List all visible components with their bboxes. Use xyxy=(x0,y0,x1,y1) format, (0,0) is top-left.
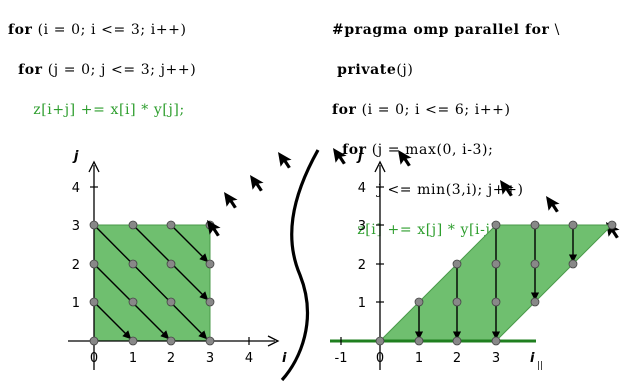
left-x-axis-label: i xyxy=(282,351,287,366)
code-left-line1: for (i = 0; i <= 3; i++) xyxy=(8,20,196,40)
code-left-line3: z[i+j] += x[i] * y[j]; xyxy=(8,100,196,120)
code-right-line2-rest: (j) xyxy=(396,62,414,78)
cursor-arrow-icon xyxy=(224,192,238,209)
right-y-tick-labels: 1 2 3 4 xyxy=(358,181,366,311)
right-xtick-label: 1 xyxy=(415,351,423,366)
code-block-right: #pragma omp parallel for \ private(j) fo… xyxy=(332,0,560,260)
left-point xyxy=(128,336,138,346)
cursor-arrow-icon xyxy=(398,150,412,167)
cursor-arrow-icon xyxy=(500,180,514,197)
left-point xyxy=(166,220,176,230)
right-point xyxy=(452,297,462,307)
code-left-line1-keyword: for xyxy=(8,22,33,38)
left-ytick-label: 3 xyxy=(72,219,80,234)
right-y-axis-arrowhead xyxy=(374,160,386,173)
right-ytick-label: 1 xyxy=(358,296,366,311)
code-right-line3: for (i = 0; i <= 6; i++) xyxy=(332,100,560,120)
right-point xyxy=(491,259,501,269)
left-xtick-label: 1 xyxy=(129,351,137,366)
left-x-tick-labels: 0 1 2 3 4 xyxy=(90,351,253,366)
right-point xyxy=(452,336,462,346)
code-left-line2-keyword: for xyxy=(18,62,43,78)
left-point xyxy=(128,259,138,269)
code-right-line3-keyword: for xyxy=(332,102,357,118)
left-point xyxy=(128,297,138,307)
left-point xyxy=(89,336,99,346)
right-point xyxy=(414,297,424,307)
right-point xyxy=(452,259,462,269)
cursor-arrow-icon xyxy=(250,175,264,192)
code-left-line3-text: z[i+j] += x[i] * y[j]; xyxy=(33,102,185,118)
left-plot: j i 0 1 2 3 4 1 2 3 4 xyxy=(68,149,287,370)
left-xtick-label: 0 xyxy=(90,351,98,366)
code-right-line1-rest: \ xyxy=(549,22,560,38)
left-diag-1 xyxy=(93,301,132,340)
code-right-line4: for (j = max(0, i-3); xyxy=(332,140,560,160)
right-point xyxy=(414,336,424,346)
code-right-line4-rest: (j = max(0, i-3); xyxy=(366,142,494,158)
left-xtick-label: 3 xyxy=(206,351,214,366)
right-point xyxy=(491,220,501,230)
left-ytick-label: 1 xyxy=(72,296,80,311)
right-point xyxy=(530,259,540,269)
left-point xyxy=(128,220,138,230)
cursor-arrow-icon xyxy=(546,196,560,213)
right-y-axis-label: j xyxy=(356,149,363,164)
right-x-axis-label: i xyxy=(530,351,535,366)
left-y-axis-arrowhead xyxy=(88,160,100,173)
code-right-line1-keyword: #pragma omp parallel for xyxy=(332,22,550,38)
right-xtick-label: 3 xyxy=(492,351,500,366)
right-points xyxy=(375,220,617,346)
right-xtick-label: 2 xyxy=(453,351,461,366)
right-x-tick-labels: -1 0 1 2 3 xyxy=(335,351,501,366)
code-right-line2: private(j) xyxy=(332,60,560,80)
left-xtick-label: 2 xyxy=(167,351,175,366)
code-right-line2-keyword: private xyxy=(337,62,397,78)
right-point xyxy=(491,297,501,307)
left-point xyxy=(89,259,99,269)
left-x-axis-arrowhead xyxy=(267,335,280,347)
code-left-line2-rest: (j = 0; j <= 3; j++) xyxy=(42,62,197,78)
code-left-line1-rest: (i = 0; i <= 3; i++) xyxy=(32,22,187,38)
left-diag-3 xyxy=(93,224,208,340)
code-left-line2: for (j = 0; j <= 3; j++) xyxy=(8,60,196,80)
left-diag-5 xyxy=(170,224,209,263)
right-point xyxy=(568,220,578,230)
right-x-axis-label-subscript: || xyxy=(537,361,543,371)
code-right-line1: #pragma omp parallel for \ xyxy=(332,20,560,40)
right-point xyxy=(530,297,540,307)
cursor-arrow-icon xyxy=(333,148,347,165)
left-y-tick-labels: 1 2 3 4 xyxy=(72,181,80,311)
left-point xyxy=(166,336,176,346)
right-point xyxy=(491,336,501,346)
right-xtick-label: 0 xyxy=(376,351,384,366)
left-point xyxy=(89,220,99,230)
left-point xyxy=(205,297,215,307)
cursor-arrow-icon xyxy=(278,152,292,169)
right-point xyxy=(375,336,385,346)
right-point xyxy=(530,220,540,230)
cursor-arrow-icon xyxy=(207,220,221,237)
code-block-left: for (i = 0; i <= 3; i++) for (j = 0; j <… xyxy=(8,0,196,140)
right-point xyxy=(607,220,617,230)
left-point xyxy=(89,297,99,307)
right-ytick-label: 3 xyxy=(358,219,366,234)
right-ytick-label: 4 xyxy=(358,181,366,196)
left-point xyxy=(166,259,176,269)
code-right-line3-rest: (i = 0; i <= 6; i++) xyxy=(356,102,511,118)
left-xtick-label: 4 xyxy=(245,351,253,366)
right-ytick-label: 2 xyxy=(358,258,366,273)
left-point xyxy=(205,259,215,269)
transform-curve xyxy=(280,149,320,382)
left-point xyxy=(166,297,176,307)
left-point xyxy=(205,336,215,346)
right-xtick-label: -1 xyxy=(335,351,348,366)
left-y-axis-label: j xyxy=(72,149,79,164)
left-ytick-label: 4 xyxy=(72,181,80,196)
right-plot: j i || -1 0 1 2 3 1 2 3 4 xyxy=(330,149,617,371)
left-ytick-label: 2 xyxy=(72,258,80,273)
right-point xyxy=(568,259,578,269)
code-right-line4-keyword: for xyxy=(342,142,367,158)
